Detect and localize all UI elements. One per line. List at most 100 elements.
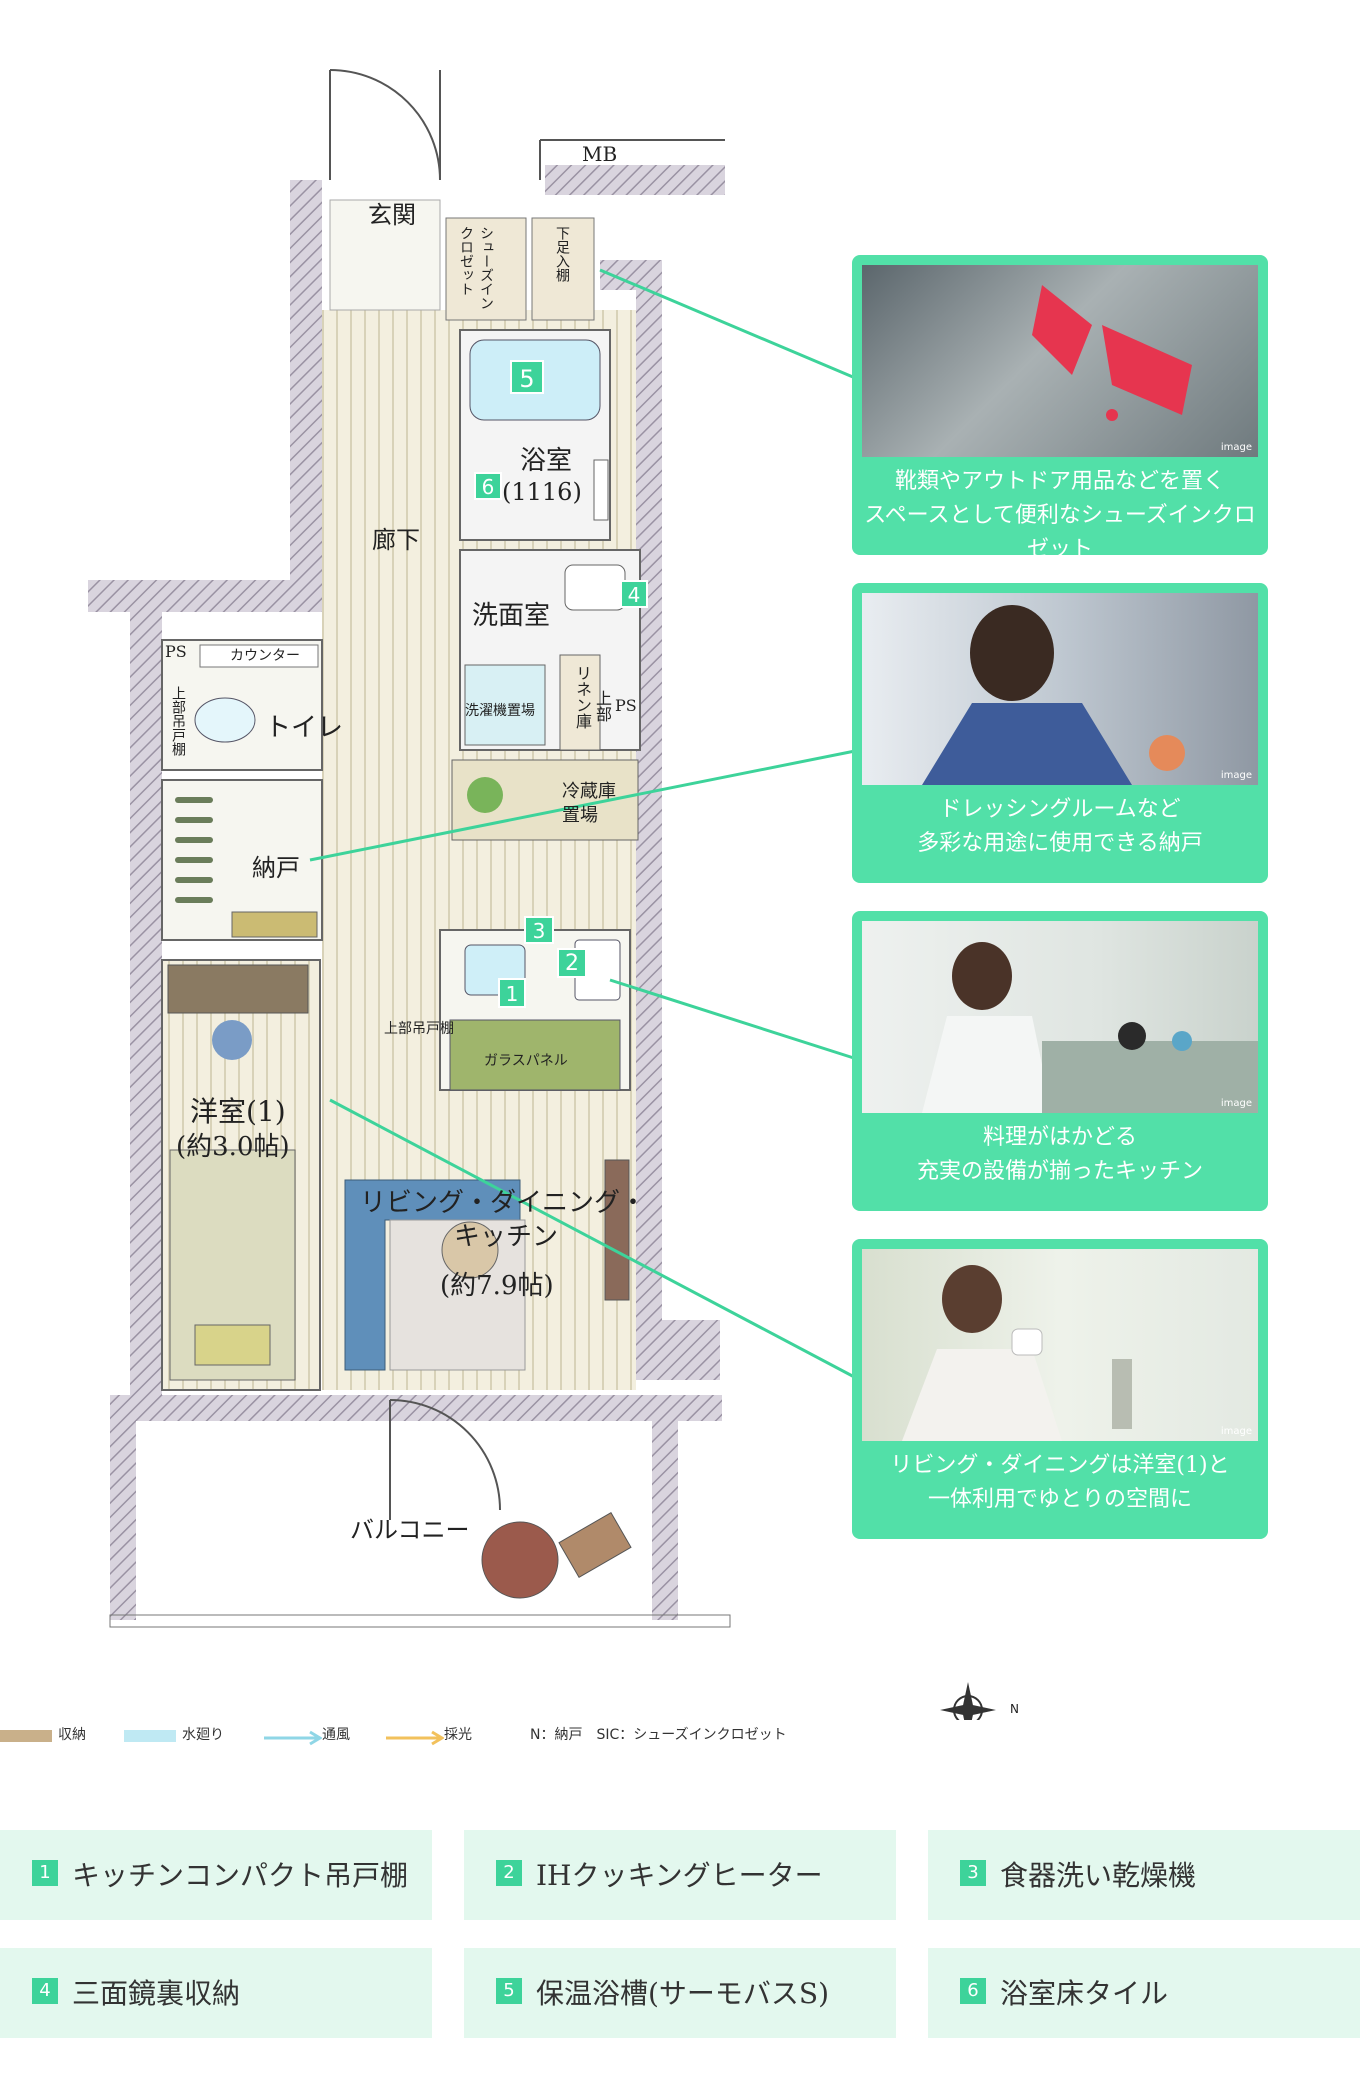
- counter: [199, 644, 319, 668]
- linen-storage: [559, 654, 601, 751]
- card-living: image リビング・ダイニングは洋室(1)と 一体利用でゆとりの空間に: [852, 1239, 1268, 1539]
- card-caption: 靴類やアウトドア用品などを置く スペースとして便利なシューズインクロゼット: [862, 457, 1258, 567]
- entrance-floor: [329, 199, 441, 311]
- legend-storage-swatch: [0, 1730, 52, 1742]
- woman-dressing-illustration: [922, 605, 1185, 785]
- image-tag: image: [1220, 1426, 1252, 1437]
- photo-kitchen: image: [862, 921, 1258, 1113]
- feature-text: 三面鏡裏収納: [72, 1977, 241, 2010]
- ldk-label-2: キッチン: [454, 1222, 559, 1252]
- legend-ventilation: 通風: [322, 1727, 350, 1743]
- entrance-label: 玄関: [368, 201, 416, 229]
- washer-label: 洗濯機置場: [465, 703, 535, 719]
- legend-daylight-arrow: [386, 1730, 444, 1746]
- toilet-bowl: [194, 697, 256, 743]
- caption-line-1: 料理がはかどる: [982, 1125, 1137, 1150]
- card-shoes: image 靴類やアウトドア用品などを置く スペースとして便利なシューズインクロ…: [852, 255, 1268, 562]
- caption-line-2: 一体利用でゆとりの空間に: [927, 1487, 1192, 1512]
- upper-label: 上部: [593, 690, 612, 722]
- red-shoes-illustration: [1032, 285, 1192, 421]
- washroom-label: 洗面室: [472, 601, 551, 631]
- corridor-label: 廊下: [372, 526, 420, 554]
- marker-6: 6: [474, 472, 502, 500]
- legend-water: 水廻り: [182, 1727, 224, 1743]
- upper-shelf-toilet-label: 上部吊戸棚: [170, 686, 186, 756]
- caption-line-1: リビング・ダイニングは洋室(1)と: [890, 1453, 1230, 1478]
- fridge-plant: [467, 777, 503, 813]
- tv-board: [604, 1159, 630, 1301]
- feature-number: 2: [496, 1860, 522, 1886]
- photo-dressing: image: [862, 593, 1258, 785]
- legend-note: N：納戸 SIC：シューズインクロゼット: [530, 1727, 787, 1743]
- photo-living: image: [862, 1249, 1258, 1441]
- shoe-shelf-label: 下足入棚: [554, 226, 570, 282]
- marker-2: 2: [557, 948, 587, 978]
- caption-line-2: 充実の設備が揃ったキッチン: [916, 1159, 1203, 1184]
- compass-label: N: [1010, 1702, 1019, 1716]
- compass-rose: [940, 1682, 996, 1720]
- feature-text: IHクッキングヒーター: [536, 1859, 823, 1892]
- image-tag: image: [1220, 1098, 1252, 1109]
- card-caption: ドレッシングルームなど 多彩な用途に使用できる納戸: [862, 785, 1258, 861]
- storage-label: 納戸: [252, 854, 300, 882]
- toilet-label: トイレ: [265, 713, 344, 743]
- feature-number: 1: [32, 1860, 58, 1886]
- marker-5: 5: [510, 360, 544, 394]
- legend-daylight: 採光: [444, 1727, 472, 1743]
- storage-bench: [231, 911, 318, 938]
- sic-area: [445, 217, 527, 321]
- feature-text: 浴室床タイル: [1000, 1977, 1169, 2010]
- bath-mirror: [593, 459, 609, 521]
- card-caption: リビング・ダイニングは洋室(1)と 一体利用でゆとりの空間に: [862, 1441, 1258, 1517]
- feature-item: 1 キッチンコンパクト吊戸棚: [0, 1830, 432, 1920]
- feature-text: 食器洗い乾燥機: [1000, 1859, 1197, 1892]
- card-dressing: image ドレッシングルームなど 多彩な用途に使用できる納戸: [852, 583, 1268, 883]
- caption-line-2: 多彩な用途に使用できる納戸: [917, 831, 1203, 856]
- marker-4: 4: [620, 580, 648, 608]
- bath-label: 浴室: [520, 446, 573, 476]
- feature-number: 3: [960, 1860, 986, 1886]
- ldk-size-label: (約7.9帖): [440, 1271, 554, 1301]
- photo-shoes: image: [862, 265, 1258, 457]
- feature-number: 6: [960, 1978, 986, 2004]
- legend-water-swatch: [124, 1730, 176, 1742]
- card-caption: 料理がはかどる 充実の設備が揃ったキッチン: [862, 1113, 1258, 1189]
- marker-1: 1: [498, 978, 526, 1008]
- bed-pillow: [194, 1324, 271, 1366]
- balcony-rail: [109, 1614, 731, 1628]
- ps-right-label: PS: [615, 696, 637, 715]
- card-kitchen: image 料理がはかどる 充実の設備が揃ったキッチン: [852, 911, 1268, 1211]
- caption-line-1: 靴類やアウトドア用品などを置く: [894, 469, 1225, 494]
- bath-size-label: (1116): [502, 478, 582, 506]
- feature-item: 3 食器洗い乾燥機: [928, 1830, 1360, 1920]
- western-room-label: 洋室(1): [190, 1095, 286, 1128]
- legend-ventilation-arrow: [264, 1730, 322, 1746]
- feature-text: キッチンコンパクト吊戸棚: [72, 1859, 409, 1892]
- image-tag: image: [1220, 442, 1252, 453]
- feature-item: 5 保温浴槽(サーモバスS): [464, 1948, 896, 2038]
- ps-left-label: PS: [165, 642, 187, 661]
- feature-text: 保温浴槽(サーモバスS): [536, 1977, 830, 2010]
- mb-label: MB: [582, 142, 618, 166]
- legend-storage: 収納: [58, 1727, 86, 1743]
- upper-cabinet-label: 上部吊戸棚: [384, 1021, 454, 1037]
- counter-label: カウンター: [230, 648, 300, 664]
- hanging-clothes: [175, 797, 213, 903]
- dining-table: [441, 1221, 499, 1279]
- caption-line-1: ドレッシングルームなど: [939, 797, 1181, 822]
- desk: [167, 964, 309, 1014]
- balcony-label: バルコニー: [350, 1516, 470, 1544]
- glass-panel-counter: [449, 1019, 621, 1091]
- sic-label: シューズインクロゼット: [458, 226, 494, 310]
- feature-item: 6 浴室床タイル: [928, 1948, 1360, 2038]
- feature-item: 2 IHクッキングヒーター: [464, 1830, 896, 1920]
- floor-plan: [88, 69, 996, 1720]
- shoe-shelf-area: [531, 217, 595, 321]
- leader-lines: [309, 268, 861, 1382]
- feature-item: 4 三面鏡裏収納: [0, 1948, 432, 2038]
- desk-chair: [212, 1020, 252, 1060]
- caption-line-2: スペースとして便利なシューズインクロゼット: [864, 503, 1256, 562]
- ldk-label-1: リビング・ダイニング・: [360, 1188, 647, 1218]
- balcony-table: [481, 1521, 559, 1599]
- sofa: [344, 1179, 521, 1371]
